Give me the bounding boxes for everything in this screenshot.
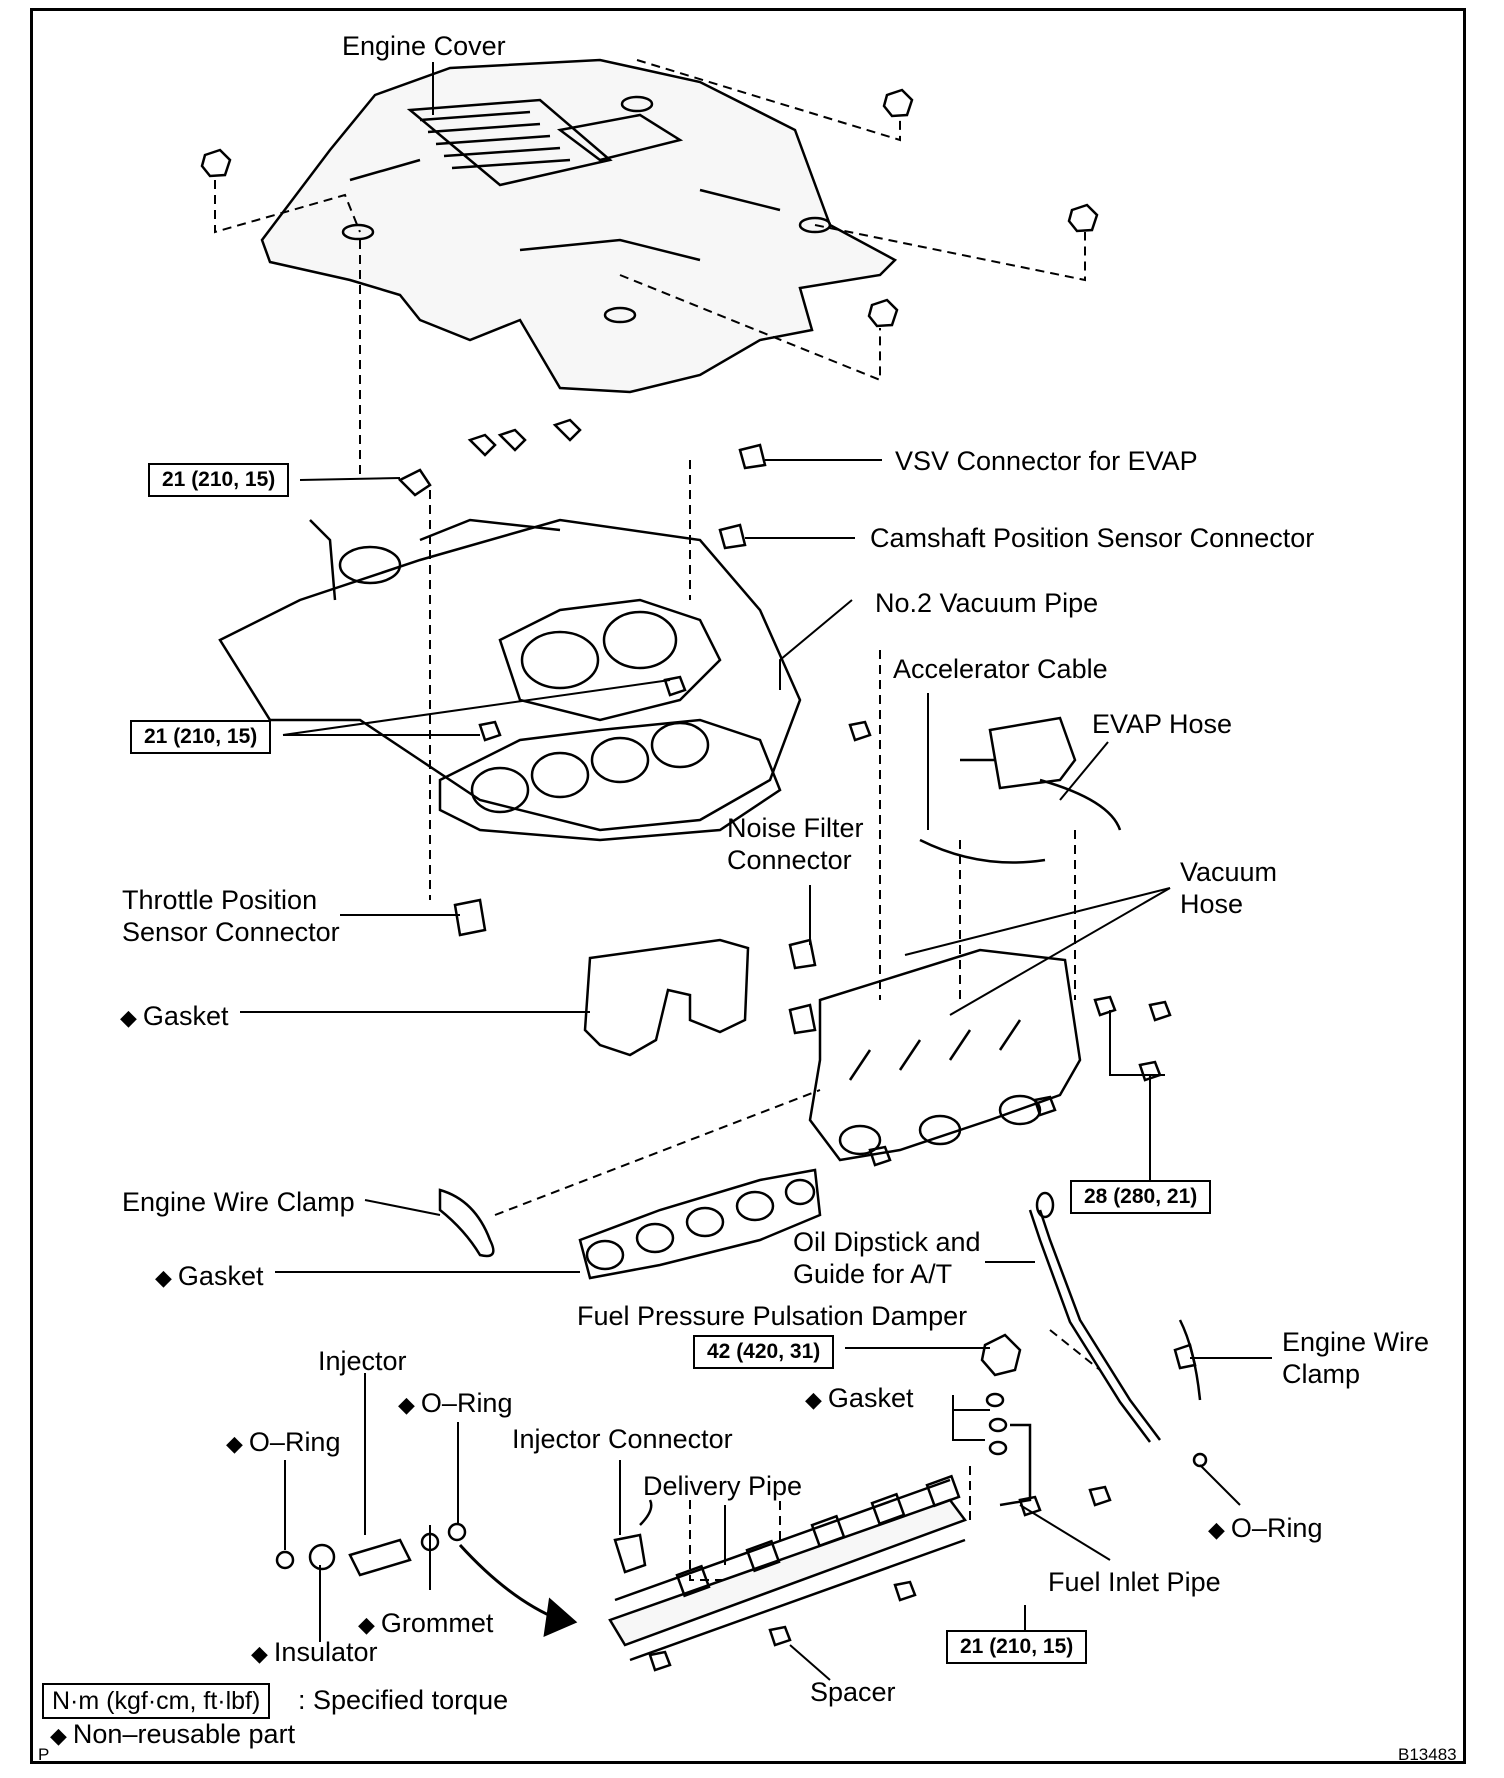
intake-manifold-part (808, 948, 1082, 1162)
upper-gasket-part (583, 938, 750, 1057)
non-reusable-diamond-icon: ◆ (358, 1612, 375, 1637)
injector-connector-part (613, 1499, 653, 1574)
cover-nuts (200, 88, 1099, 328)
corner-letter: P (38, 1745, 50, 1764)
fuel-inlet-pipe-label: Fuel Inlet Pipe (1048, 1567, 1221, 1597)
oil-dipstick-label: Oil Dipstick and Guide for A/T (793, 1227, 981, 1289)
gasket-damper-label: ◆Gasket (805, 1382, 913, 1416)
non-reusable-diamond-icon: ◆ (398, 1392, 415, 1417)
engine-wire-clamp-left-label: Engine Wire Clamp (122, 1187, 355, 1217)
torque-box-5: 21 (210, 15) (946, 1630, 1088, 1664)
evap-part (919, 716, 1122, 864)
torque-box-2: 21 (210, 15) (130, 720, 272, 754)
intake-plenum-part (218, 518, 802, 842)
vacuum-hose-label: Vacuum Hose (1180, 857, 1278, 919)
engine-wire-clamp-right-label: Engine Wire Clamp (1282, 1327, 1430, 1389)
legend-torque-unit: N·m (kgf·cm, ft·lbf) (42, 1683, 271, 1719)
torque-box-3: 28 (280, 21) (1070, 1180, 1212, 1214)
noise-filter-label: Noise Filter Connector (727, 813, 864, 875)
delivery-pipe-part (608, 1474, 968, 1662)
legend-torque-text: : Specified torque (298, 1685, 509, 1715)
non-reusable-diamond-icon: ◆ (120, 1005, 137, 1030)
injector-connector-label: Injector Connector (512, 1424, 733, 1454)
diagram-frame (30, 8, 1466, 1764)
oring-center-label: ◆O–Ring (398, 1387, 512, 1421)
camshaft-connector-label: Camshaft Position Sensor Connector (870, 523, 1315, 553)
delivery-pipe-label: Delivery Pipe (643, 1471, 803, 1501)
vacuum-pipe-label: No.2 Vacuum Pipe (875, 588, 1099, 618)
gasket-lower-label: ◆Gasket (155, 1260, 263, 1294)
torque-box-1: 21 (210, 15) (148, 463, 290, 497)
throttle-sensor-label: Throttle Position Sensor Connector (122, 885, 340, 947)
gasket-upper-label: ◆Gasket (120, 1000, 228, 1034)
injector-part (275, 1522, 467, 1577)
oil-dipstick-part (1028, 1191, 1202, 1443)
lower-gasket-part (578, 1168, 822, 1280)
grommet-label: ◆Grommet (358, 1607, 493, 1641)
non-reusable-diamond-icon: ◆ (50, 1723, 67, 1748)
torque-box-4: 42 (420, 31) (693, 1335, 835, 1369)
vsv-connector-label: VSV Connector for EVAP (895, 446, 1198, 476)
spacer-label: Spacer (810, 1677, 896, 1707)
fuel-damper-part (980, 1333, 1032, 1507)
injector-label: Injector (318, 1346, 407, 1376)
engine-cover-part (260, 58, 898, 394)
insulator-label: ◆Insulator (251, 1636, 377, 1670)
non-reusable-diamond-icon: ◆ (226, 1431, 243, 1456)
fuel-damper-label: Fuel Pressure Pulsation Damper (577, 1301, 968, 1331)
evap-hose-label: EVAP Hose (1092, 709, 1233, 739)
non-reusable-diamond-icon: ◆ (1208, 1517, 1225, 1542)
engine-cover-label: Engine Cover (342, 31, 506, 61)
oring-right-label: ◆O–Ring (1208, 1512, 1322, 1546)
accelerator-cable-label: Accelerator Cable (893, 654, 1108, 684)
non-reusable-diamond-icon: ◆ (805, 1387, 822, 1412)
non-reusable-diamond-icon: ◆ (251, 1641, 268, 1666)
oring-left-label: ◆O–Ring (226, 1426, 340, 1460)
non-reusable-diamond-icon: ◆ (155, 1265, 172, 1290)
legend-nonreusable: ◆Non–reusable part (50, 1718, 295, 1752)
figure-code: B13483 (1398, 1745, 1457, 1764)
engine-wire-clamp-part (438, 1188, 495, 1258)
